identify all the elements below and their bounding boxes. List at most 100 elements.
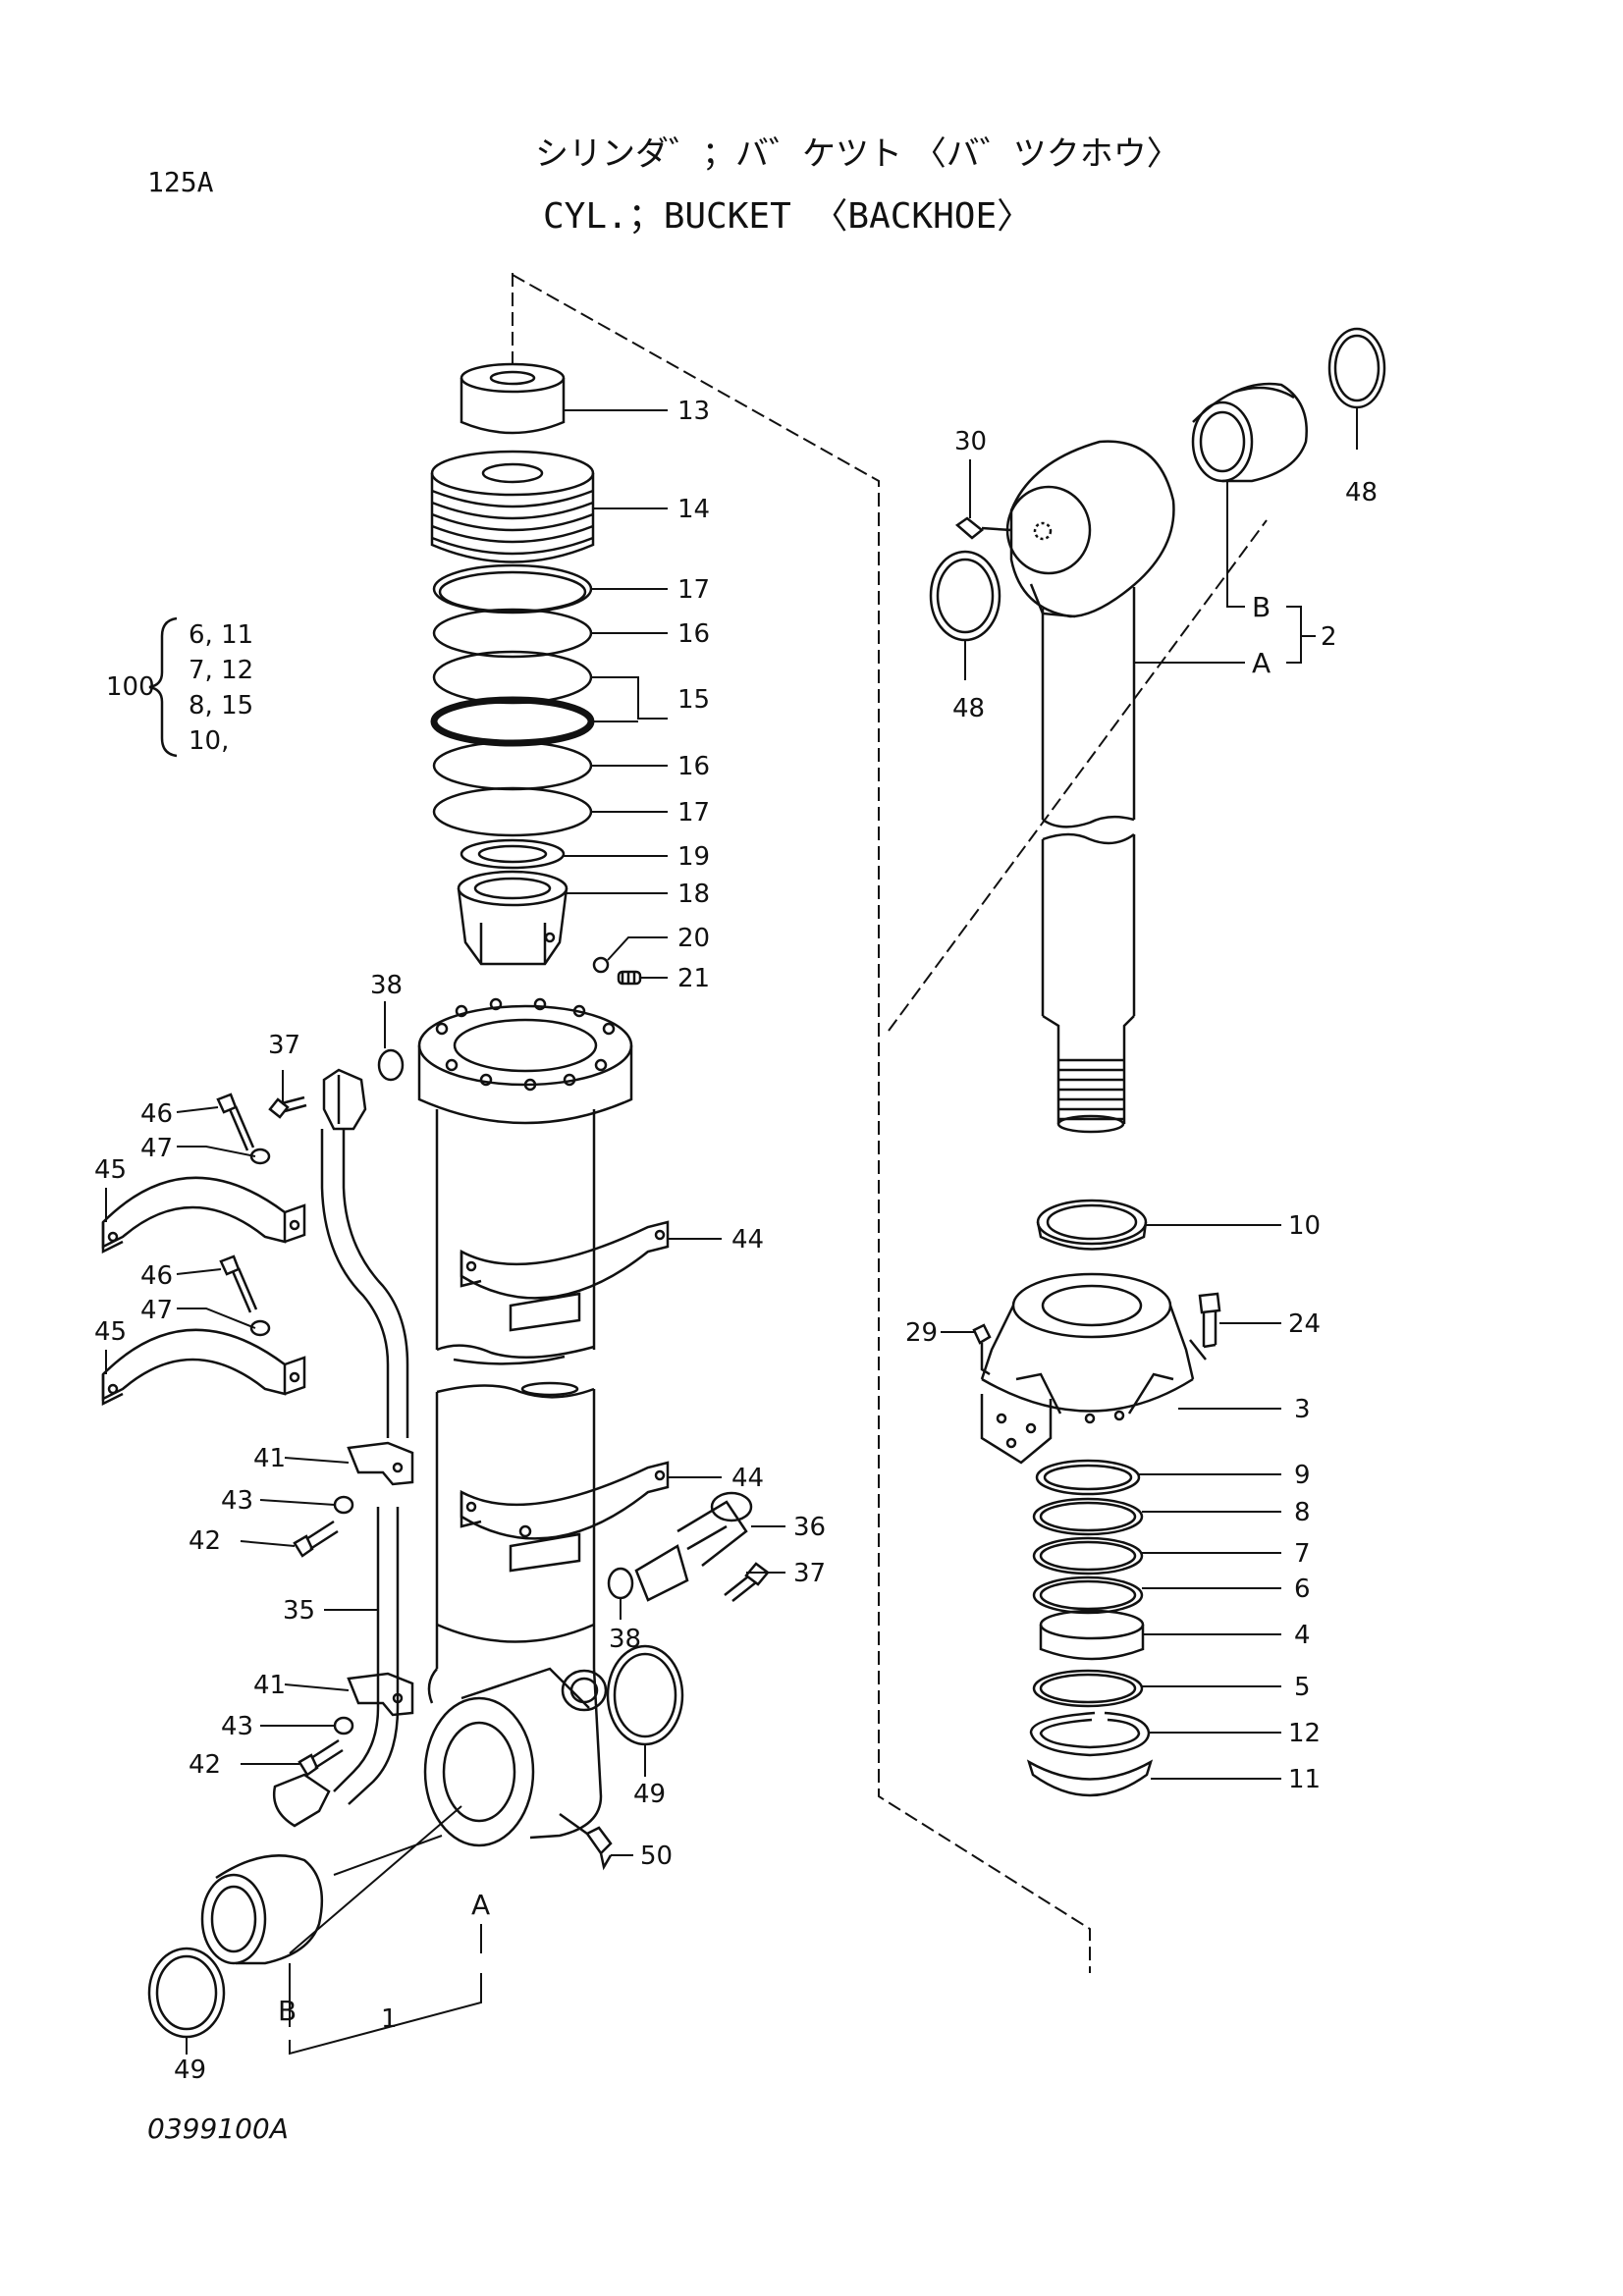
part-label: 17 bbox=[677, 575, 710, 605]
part-label: 43 bbox=[221, 1486, 253, 1516]
ring-7 bbox=[1032, 1536, 1144, 1575]
part-label: 50 bbox=[640, 1842, 673, 1871]
part-label: A bbox=[1252, 647, 1271, 679]
part-label: 29 bbox=[905, 1318, 938, 1348]
slide-ring-17-inner bbox=[438, 570, 587, 614]
part-label: 42 bbox=[189, 1750, 221, 1780]
o-ring-15 bbox=[430, 696, 595, 747]
part-label: 12 bbox=[1288, 1719, 1321, 1748]
part-label: 15 bbox=[677, 685, 710, 715]
ring-8 bbox=[1032, 1497, 1144, 1536]
rod-end-bushings bbox=[929, 327, 1386, 642]
kit-row: 8, 15 bbox=[189, 691, 253, 721]
seal-ring-48-top bbox=[1327, 327, 1386, 409]
piston-stack bbox=[430, 362, 642, 986]
leader-lines-head bbox=[941, 1224, 1281, 1780]
set-screw-21 bbox=[617, 970, 642, 986]
bushing-1b bbox=[200, 1854, 324, 1965]
part-label: 17 bbox=[677, 798, 710, 828]
ring-6 bbox=[1032, 1575, 1144, 1615]
assembly-guide-lines bbox=[512, 273, 1268, 1973]
part-label: 11 bbox=[1288, 1765, 1321, 1794]
part-label: 42 bbox=[189, 1526, 221, 1556]
part-label: 1 bbox=[381, 2004, 398, 2034]
bushing-2b bbox=[1191, 382, 1308, 483]
cylinder-tube bbox=[417, 997, 633, 1871]
part-label: 21 bbox=[677, 964, 710, 993]
leader-lines-left bbox=[105, 1001, 785, 2056]
part-label: 46 bbox=[140, 1099, 173, 1129]
cushion-ring-13 bbox=[460, 362, 566, 435]
part-label: 48 bbox=[952, 694, 985, 723]
part-label: 49 bbox=[633, 1780, 666, 1809]
part-label: 19 bbox=[677, 842, 710, 872]
piston-14 bbox=[430, 450, 595, 563]
part-label: 5 bbox=[1294, 1673, 1311, 1702]
part-label: 48 bbox=[1345, 478, 1378, 507]
part-label: 38 bbox=[370, 971, 403, 1000]
page-code: 125A bbox=[147, 166, 214, 198]
part-label: 30 bbox=[954, 427, 987, 456]
seal-ring-48-left bbox=[929, 550, 1001, 642]
part-label: 44 bbox=[731, 1464, 764, 1493]
part-label: 3 bbox=[1294, 1395, 1311, 1424]
part-label: 37 bbox=[268, 1031, 300, 1060]
ring-9 bbox=[1035, 1459, 1141, 1496]
cylinder-head bbox=[972, 1199, 1221, 1797]
part-label: 10 bbox=[1288, 1211, 1321, 1241]
kit-row: 10, bbox=[189, 726, 229, 756]
part-label: 20 bbox=[677, 924, 710, 953]
kit-row: 7, 12 bbox=[189, 656, 253, 685]
part-label: B bbox=[1252, 591, 1271, 623]
part-label: 14 bbox=[677, 495, 710, 524]
nut-18 bbox=[457, 870, 568, 966]
part-label: 7 bbox=[1294, 1539, 1311, 1569]
part-label: 4 bbox=[1294, 1621, 1311, 1650]
part-label: 18 bbox=[677, 880, 710, 909]
part-label: 16 bbox=[677, 752, 710, 781]
part-label: B bbox=[278, 1995, 297, 2027]
part-label: 46 bbox=[140, 1261, 173, 1291]
part-label: 37 bbox=[793, 1559, 826, 1588]
part-label: 43 bbox=[221, 1712, 253, 1741]
backup-ring-16b bbox=[432, 740, 593, 791]
part-label: A bbox=[471, 1889, 490, 1921]
drawing-number: 0399100A bbox=[147, 2112, 289, 2145]
part-label: 44 bbox=[731, 1225, 764, 1255]
part-label: 16 bbox=[677, 619, 710, 649]
dust-seal-10 bbox=[1036, 1199, 1148, 1246]
ring-5 bbox=[1032, 1669, 1144, 1708]
steel-ball-20 bbox=[592, 956, 610, 974]
part-label: 9 bbox=[1294, 1461, 1311, 1490]
piston-rod bbox=[954, 440, 1175, 1134]
backup-ring-16 bbox=[432, 608, 593, 659]
kit-row: 6, 11 bbox=[189, 620, 253, 650]
seal-ring-15 bbox=[432, 650, 593, 705]
grease-fitting-50 bbox=[585, 1826, 613, 1871]
part-label: 35 bbox=[283, 1596, 315, 1626]
part-label: 6 bbox=[1294, 1575, 1311, 1604]
seal-ring-49 bbox=[147, 1947, 226, 2039]
title-english: CYL.；BUCKET 〈BACKHOE〉 bbox=[543, 196, 1032, 237]
leader-lines bbox=[564, 409, 668, 979]
part-label: 13 bbox=[677, 397, 710, 426]
part-label: 47 bbox=[140, 1134, 173, 1163]
part-label: 41 bbox=[253, 1444, 286, 1473]
part-label: 24 bbox=[1288, 1309, 1321, 1339]
seal-kit-bracket bbox=[148, 616, 178, 758]
part-label: 47 bbox=[140, 1296, 173, 1325]
washer-19 bbox=[460, 838, 566, 870]
leader-lines-rod bbox=[964, 407, 1358, 680]
part-label: 2 bbox=[1321, 622, 1337, 652]
kit-number: 100 bbox=[106, 672, 155, 702]
part-label: 45 bbox=[94, 1155, 127, 1185]
part-label: 36 bbox=[793, 1513, 826, 1542]
part-label: 45 bbox=[94, 1317, 127, 1347]
part-label: 49 bbox=[174, 2056, 206, 2085]
part-label: 8 bbox=[1294, 1498, 1311, 1527]
slide-ring-17b bbox=[432, 786, 593, 837]
part-label: 41 bbox=[253, 1671, 286, 1700]
title-japanese: シリンダ゛；バ゛ケツト 〈バ゛ツクホウ〉 bbox=[535, 134, 1180, 174]
part-label: 38 bbox=[609, 1625, 641, 1654]
